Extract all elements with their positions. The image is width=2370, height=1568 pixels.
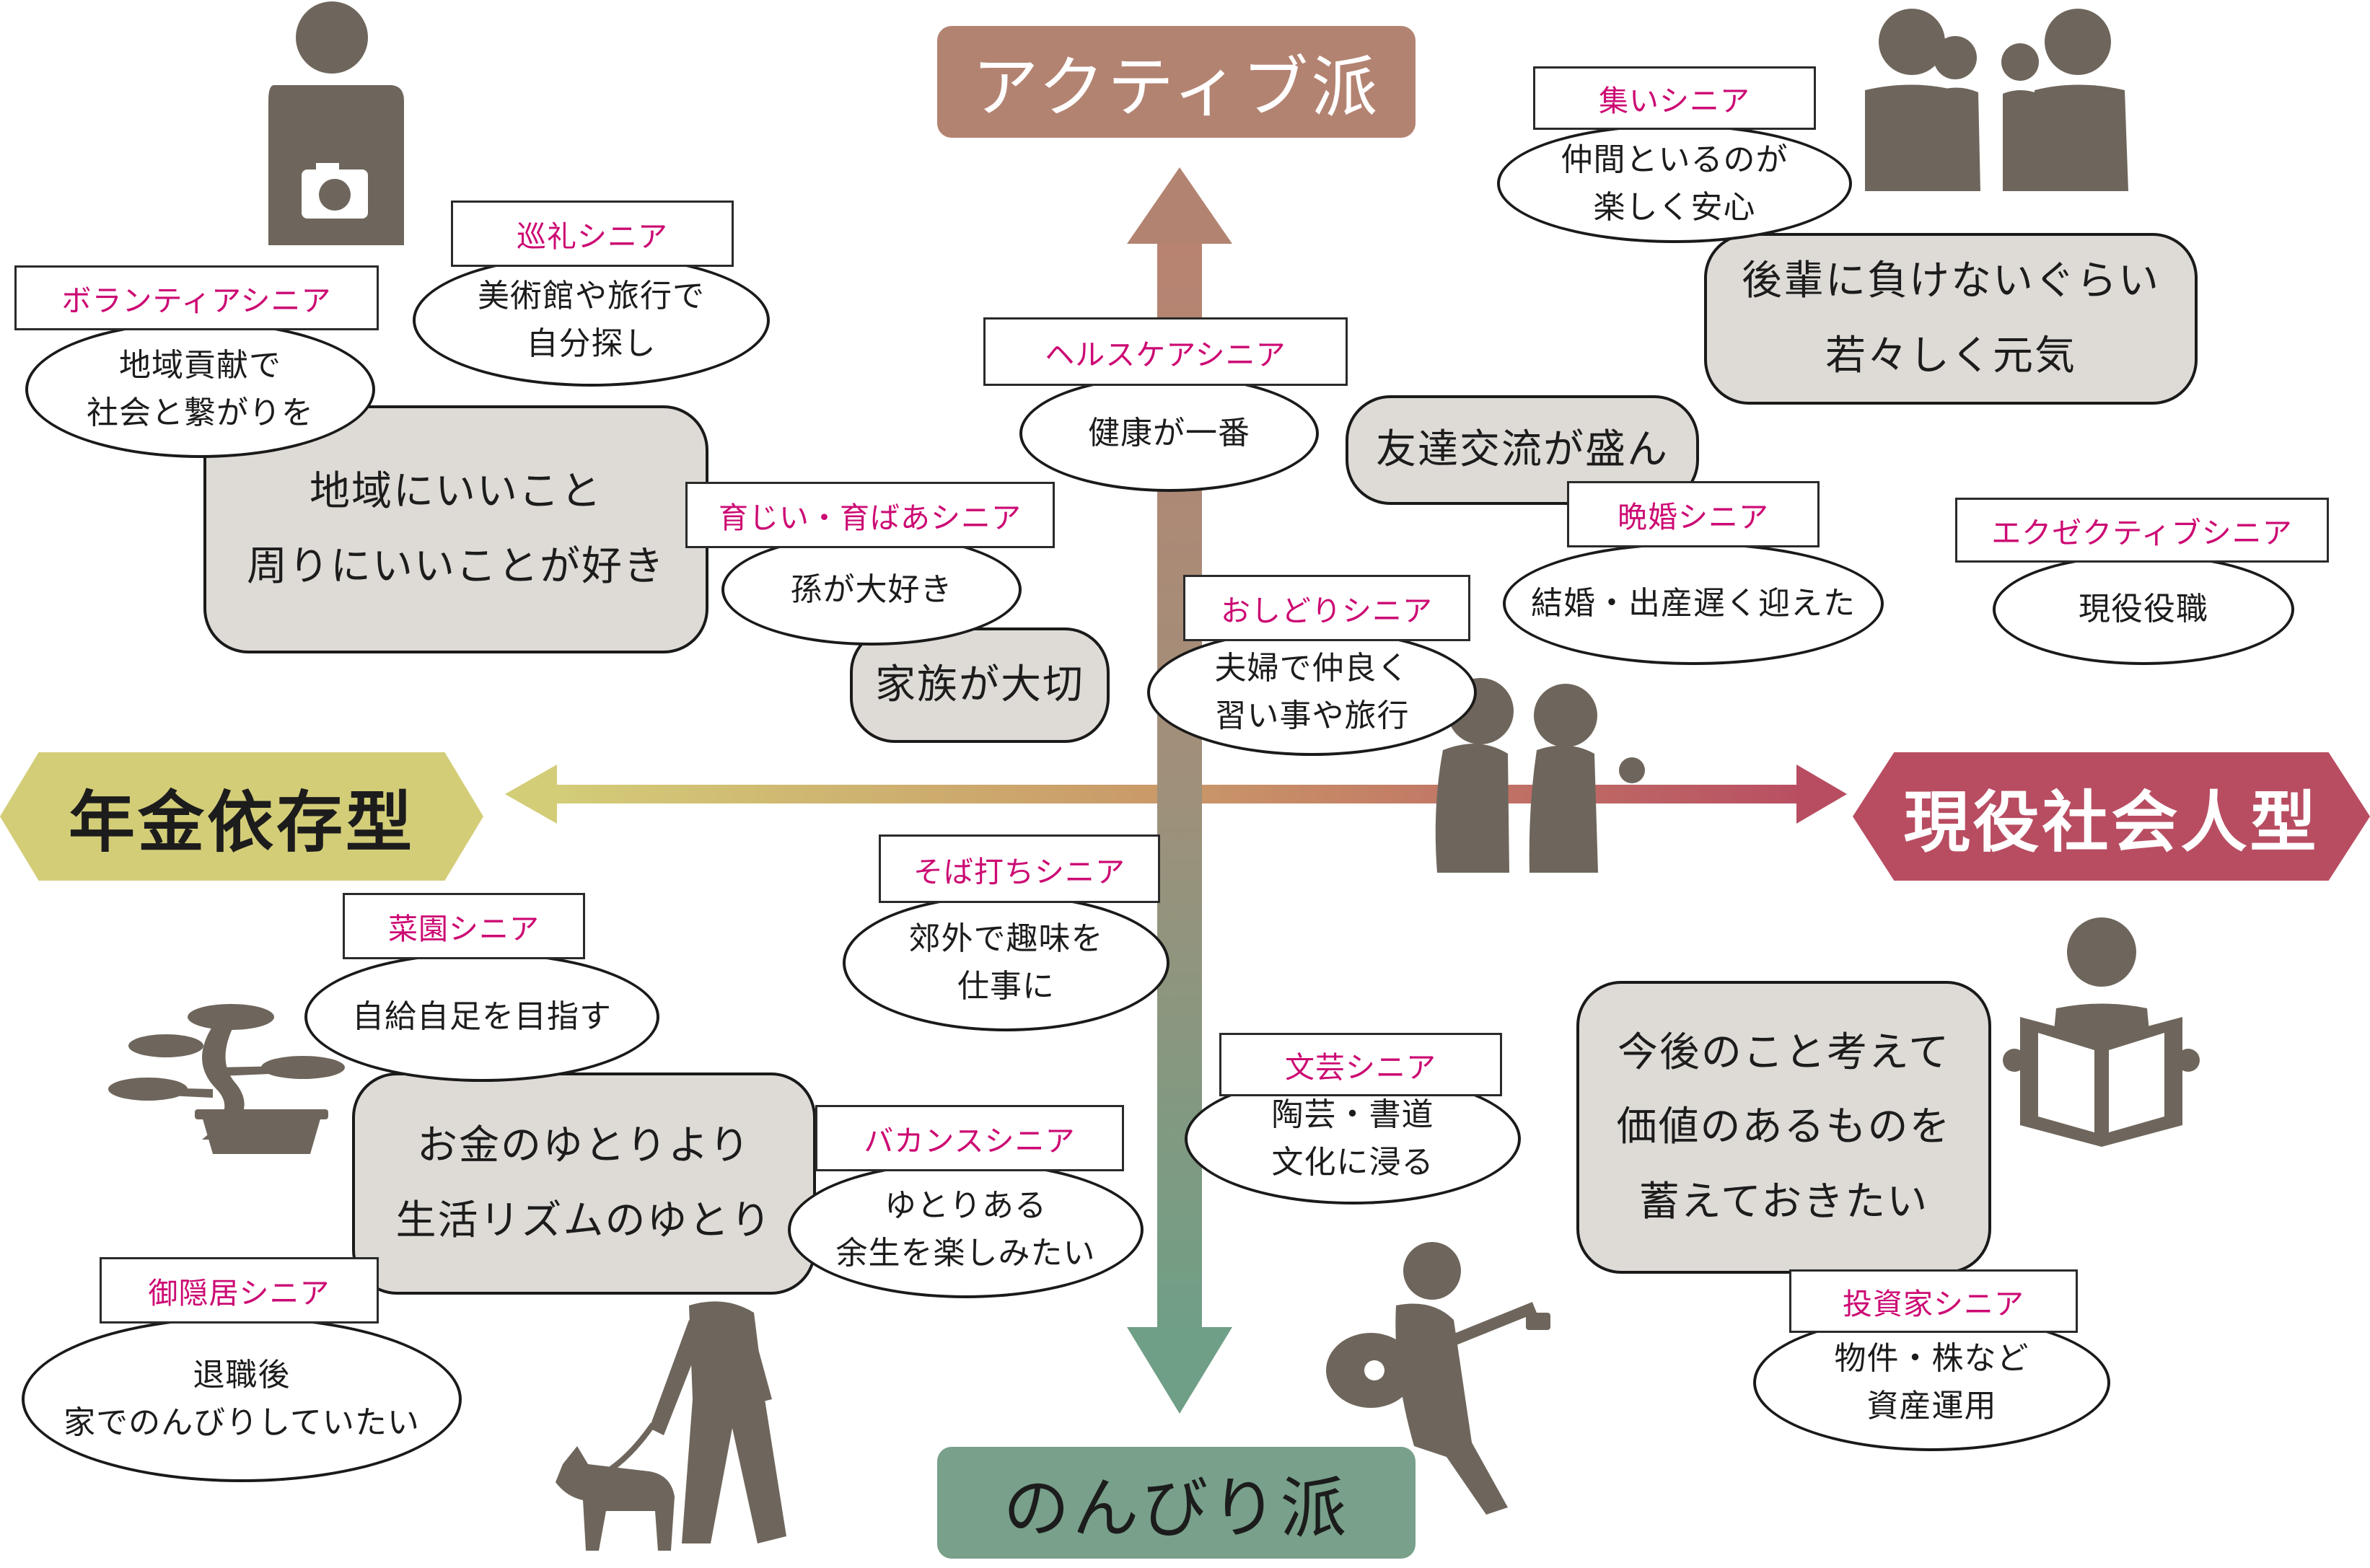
desc-line: 結婚・出産遅く迎えた bbox=[1531, 585, 1856, 622]
desc-line: 健康が一番 bbox=[1088, 415, 1250, 452]
tag-retired-senior: 御隠居シニア bbox=[100, 1257, 379, 1323]
note-life-rhythm: お金のゆとりより生活リズムのゆとり bbox=[352, 1073, 816, 1295]
desc-line: 孫が大好き bbox=[790, 571, 953, 608]
tag-oshidori-senior: おしどりシニア bbox=[1183, 575, 1470, 641]
desc-line: 楽しく安心 bbox=[1593, 188, 1756, 226]
desc-line: 地域貢献で bbox=[119, 347, 281, 384]
tag-literary-senior: 文芸シニア bbox=[1219, 1033, 1502, 1096]
axis-label-leisure: のんびり派 bbox=[937, 1447, 1416, 1559]
axis-label-active: アクティブ派 bbox=[937, 26, 1416, 138]
desc-line: 家でのんびりしていたい bbox=[63, 1404, 420, 1441]
desc-gathering-senior: 仲間といるのが楽しく安心 bbox=[1497, 124, 1852, 243]
desc-oshidori-senior: 夫婦で仲良く習い事や旅行 bbox=[1147, 629, 1477, 756]
tag-late-marriage-senior: 晩婚シニア bbox=[1567, 481, 1820, 547]
desc-late-marriage-senior: 結婚・出産遅く迎えた bbox=[1503, 542, 1884, 665]
desc-executive-senior: 現役役職 bbox=[1993, 554, 2294, 665]
reading-person-icon bbox=[2003, 917, 2200, 1147]
bonsai-icon bbox=[108, 1004, 345, 1154]
desc-pilgrimage-senior: 美術館や旅行で自分探し bbox=[413, 254, 770, 387]
desc-line: 自分探し bbox=[526, 325, 657, 362]
desc-investor-senior: 物件・株など資産運用 bbox=[1753, 1314, 2110, 1451]
desc-line: 習い事や旅行 bbox=[1214, 697, 1410, 734]
desc-line: ゆとりある bbox=[885, 1187, 1047, 1224]
note-line: 今後のこと考えて bbox=[1617, 1029, 1951, 1076]
note-line: 家族が大切 bbox=[875, 661, 1084, 709]
desc-line: 資産運用 bbox=[1866, 1388, 1997, 1424]
tag-gathering-senior: 集いシニア bbox=[1533, 66, 1816, 130]
desc-line: 文化に浸る bbox=[1271, 1144, 1434, 1181]
desc-line: 物件・株など bbox=[1834, 1340, 2029, 1377]
desc-line: 現役役職 bbox=[2079, 591, 2208, 627]
photographer-person-icon bbox=[268, 1, 404, 245]
desc-line: 夫婦で仲良く bbox=[1214, 650, 1410, 687]
group-of-people-icon bbox=[1865, 9, 2128, 191]
note-line: お金のゆとりより bbox=[417, 1122, 751, 1170]
desc-garden-senior: 自給自足を目指す bbox=[304, 952, 659, 1082]
desc-soba-senior: 郊外で趣味を仕事に bbox=[843, 894, 1169, 1031]
desc-line: 仕事に bbox=[957, 968, 1055, 1005]
desc-line: 陶芸・書道 bbox=[1271, 1096, 1434, 1133]
desc-line: 郊外で趣味を bbox=[908, 920, 1104, 957]
desc-volunteer-senior: 地域貢献で社会と繋がりを bbox=[25, 321, 375, 458]
tag-grandparent-senior: 育じい・育ばあシニア bbox=[685, 482, 1055, 548]
note-young-and-energetic: 後輩に負けないぐらい若々しく元気 bbox=[1704, 233, 2198, 405]
note-community-good: 地域にいいこと周りにいいことが好き bbox=[203, 405, 708, 653]
note-line: 周りにいいことが好き bbox=[247, 543, 665, 590]
tag-pilgrimage-senior: 巡礼シニア bbox=[451, 201, 734, 267]
desc-line: 社会と繋がりを bbox=[87, 395, 314, 431]
tag-executive-senior: エクゼクティブシニア bbox=[1955, 498, 2329, 563]
note-save-valuables: 今後のこと考えて価値のあるものを蓄えておきたい bbox=[1576, 981, 1991, 1274]
axis-label-pension-dependent: 年金依存型 bbox=[0, 752, 483, 881]
tag-investor-senior: 投資家シニア bbox=[1789, 1269, 2078, 1333]
desc-grandparent-senior: 孫が大好き bbox=[721, 534, 1022, 646]
note-line: 若々しく元気 bbox=[1825, 332, 2076, 379]
desc-line: 仲間といるのが bbox=[1561, 141, 1789, 178]
desc-line: 美術館や旅行で bbox=[478, 278, 705, 314]
desc-line: 余生を楽しみたい bbox=[835, 1235, 1096, 1272]
tag-soba-senior: そば打ちシニア bbox=[879, 834, 1160, 903]
couple-icon bbox=[1435, 678, 1645, 873]
desc-retired-senior: 退職後家でのんびりしていたい bbox=[22, 1316, 462, 1482]
tag-volunteer-senior: ボランティアシニア bbox=[14, 265, 379, 330]
desc-line: 退職後 bbox=[193, 1357, 291, 1393]
desc-line: 自給自足を目指す bbox=[352, 998, 612, 1035]
note-line: 後輩に負けないぐらい bbox=[1742, 257, 2160, 305]
note-line: 友達交流が盛ん bbox=[1376, 426, 1669, 474]
desc-healthcare-senior: 健康が一番 bbox=[1019, 375, 1319, 492]
axis-label-working-member: 現役社会人型 bbox=[1853, 752, 2370, 881]
dog-walker-icon bbox=[556, 1230, 786, 1551]
note-line: 生活リズムのゆとり bbox=[395, 1197, 773, 1244]
tag-healthcare-senior: ヘルスケアシニア bbox=[983, 317, 1348, 386]
desc-vacation-senior: ゆとりある余生を楽しみたい bbox=[788, 1161, 1144, 1298]
tag-vacation-senior: バカンスシニア bbox=[815, 1105, 1124, 1171]
note-family-important: 家族が大切 bbox=[850, 627, 1110, 743]
note-line: 蓄えておきたい bbox=[1638, 1178, 1929, 1225]
note-line: 価値のあるものを bbox=[1616, 1104, 1952, 1151]
tag-garden-senior: 菜園シニア bbox=[343, 893, 585, 959]
note-line: 地域にいいこと bbox=[310, 468, 602, 516]
